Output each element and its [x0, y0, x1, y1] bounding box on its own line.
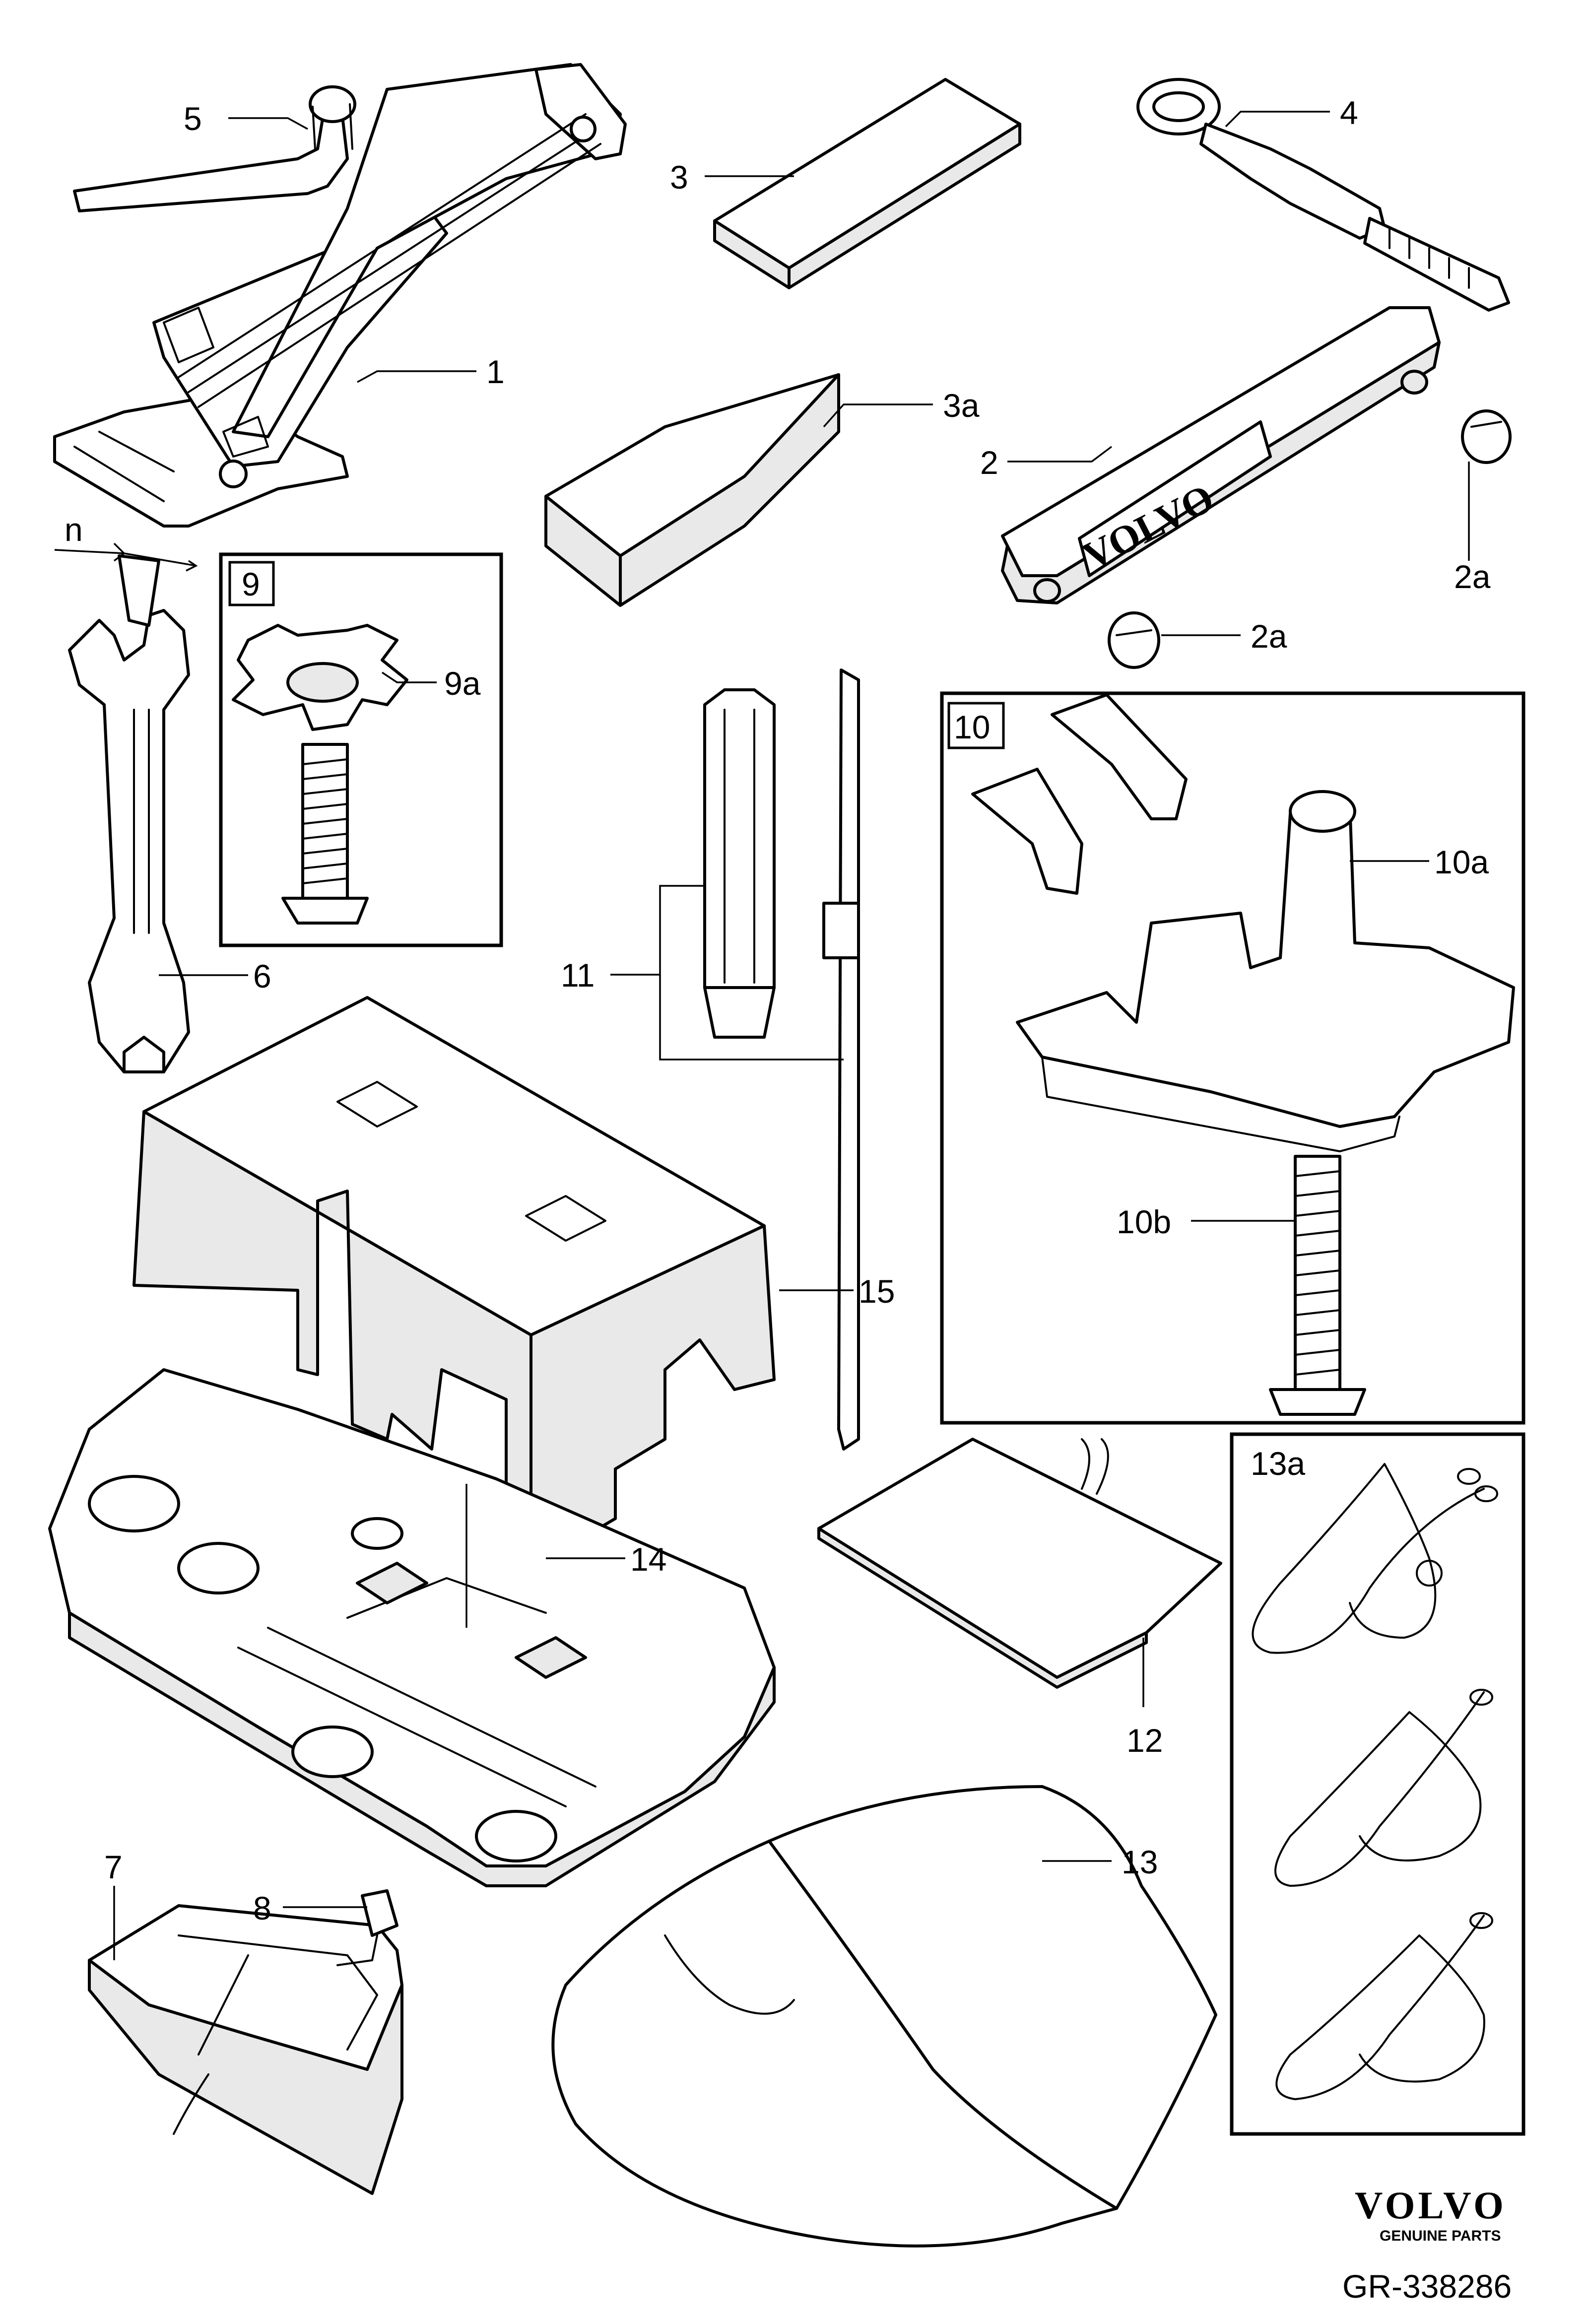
- callout-4: 4: [1340, 94, 1358, 131]
- callout-2a-right: 2a: [1454, 558, 1491, 595]
- callout-10: 10: [954, 709, 990, 745]
- elastic-straps-icon: [1252, 1463, 1498, 2100]
- plastic-bag-icon: [817, 1438, 1222, 1689]
- crank-handle-icon: [73, 85, 356, 212]
- callout-labels: 1 2 2a 2a 3 3a 4 5 6 7 8 9 9a 10 10a 10b…: [65, 94, 1491, 1926]
- callout-6: 6: [253, 958, 271, 995]
- callout-9a: 9a: [444, 665, 481, 702]
- callout-9: 9: [242, 566, 260, 602]
- towing-eye-icon: [1136, 78, 1510, 312]
- screwdriver-icon: [703, 668, 860, 1451]
- callout-11: 11: [561, 957, 595, 994]
- callout-3a: 3a: [943, 387, 980, 424]
- callout-10a: 10a: [1434, 844, 1489, 880]
- tool-tray-icon: [48, 1368, 776, 1887]
- detail-box-13a: [1230, 1432, 1525, 2136]
- volvo-logo: VOLVO: [1355, 2184, 1507, 2227]
- small-tray-icon: [88, 1904, 403, 2195]
- footer-branding: VOLVO GENUINE PARTS GR-338286: [1342, 2184, 1512, 2305]
- callout-7: 7: [104, 1849, 123, 1885]
- callout-5: 5: [184, 100, 202, 137]
- callout-2a-bottom: 2a: [1251, 618, 1287, 655]
- open-end-wrench-icon: [68, 609, 190, 1073]
- drawing-number: GR-338286: [1342, 2268, 1512, 2305]
- callout-13a: 13a: [1251, 1445, 1305, 1482]
- callout-10b: 10b: [1117, 1203, 1171, 1240]
- callout-15: 15: [859, 1273, 895, 1310]
- genuine-parts-tagline: GENUINE PARTS: [1380, 2228, 1501, 2244]
- detail-box-9: [219, 552, 503, 947]
- wheel-chock-icon: [544, 373, 840, 607]
- switch-connector-icon: [336, 1889, 398, 1966]
- callout-12: 12: [1126, 1722, 1163, 1759]
- dimension-n: [54, 542, 198, 627]
- wheel-bolt-handle-icon: VOLVO: [1001, 306, 1441, 604]
- callout-13: 13: [1122, 1844, 1158, 1880]
- wooden-block-icon: [713, 78, 1021, 289]
- cover-plug-icon: [1108, 409, 1512, 669]
- callout-14: 14: [630, 1541, 666, 1578]
- wheel-cover-bag-icon: [551, 1785, 1217, 2248]
- detail-box-10: [940, 691, 1525, 1425]
- callout-8: 8: [253, 1890, 271, 1926]
- callout-n: n: [65, 511, 83, 548]
- spare-wheel-knob-icon: [232, 624, 408, 925]
- leader-lines: [113, 111, 1470, 1960]
- detail-box-10-tag: [947, 702, 1005, 749]
- scissor-jack-icon: [53, 63, 627, 528]
- callout-2: 2: [980, 444, 998, 481]
- detail-box-9-tag: [228, 561, 275, 606]
- callout-1: 1: [486, 353, 505, 390]
- callout-3: 3: [670, 159, 688, 196]
- spare-wheel-holder-icon: [971, 693, 1515, 1416]
